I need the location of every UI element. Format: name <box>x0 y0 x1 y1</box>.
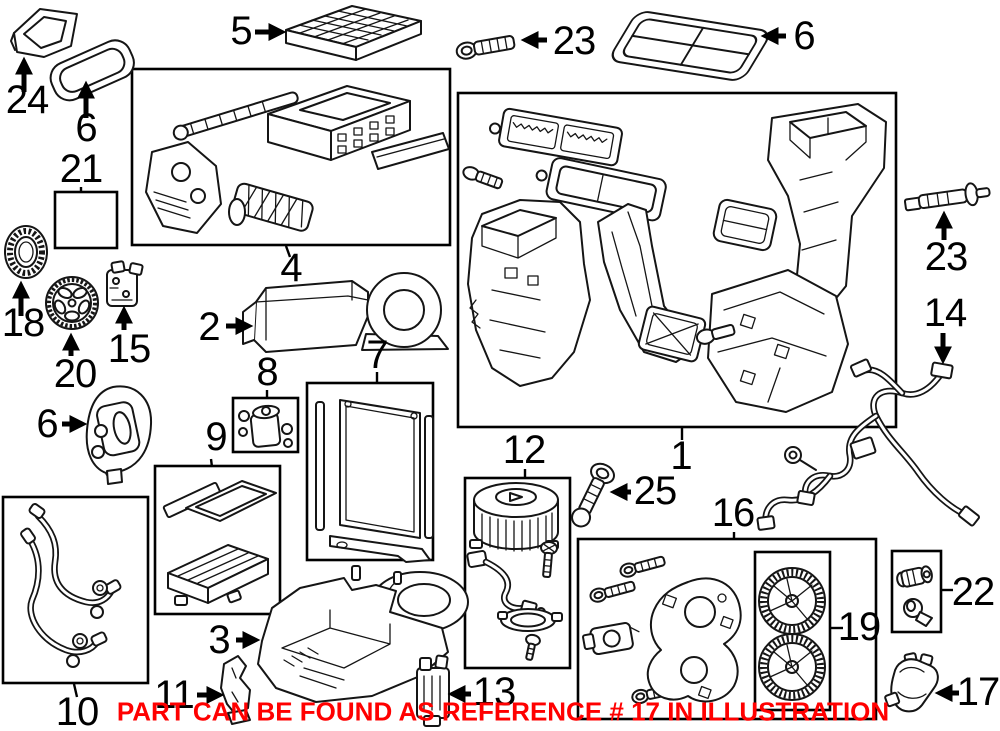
callout-12: 12 <box>502 428 546 472</box>
part-3-lower-case-illustration <box>257 565 469 703</box>
part-11-bracket-illustration <box>220 655 251 725</box>
part-9-heater-core-illustration <box>162 480 277 606</box>
part-16-actuator-cover-kit-illustration <box>582 555 742 705</box>
callout-21: 21 <box>59 147 103 191</box>
part-23-bolt-top-illustration <box>455 35 516 60</box>
callout-24: 24 <box>5 78 49 122</box>
part-5-cabin-air-filter-illustration <box>285 5 422 61</box>
part-2-air-inlet-duct-illustration <box>242 272 449 353</box>
part-6-vent-grille-illustration <box>611 11 769 81</box>
callout-25: 25 <box>633 469 677 513</box>
callout-6-plate: 6 <box>36 402 58 446</box>
callout-6-grille: 6 <box>793 14 815 58</box>
part-22-sensor-kit-illustration <box>896 565 933 627</box>
part-12-blower-motor-illustration <box>466 482 563 661</box>
assembly-boxes <box>1 67 943 721</box>
part-10-heater-hoses-illustration <box>20 503 122 668</box>
callout-6-seal: 6 <box>75 106 97 150</box>
callout-10: 10 <box>55 690 99 731</box>
part-14-wiring-harness-illustration <box>756 358 980 531</box>
callout-2: 2 <box>198 305 220 349</box>
reference-note: PART CAN BE FOUND AS REFERENCE # 17 IN I… <box>116 696 890 727</box>
callout-leader-lines <box>72 187 953 698</box>
callout-16: 16 <box>711 491 755 535</box>
part-6-duct-seal-illustration <box>49 39 135 102</box>
part-1-evaporator-case-assembly-illustration <box>462 103 887 413</box>
callout-23-right: 23 <box>924 235 968 279</box>
callout-17: 17 <box>956 670 1000 714</box>
callout-15: 15 <box>107 327 151 371</box>
part-8-expansion-valve-illustration <box>238 404 293 448</box>
part-25-bolt-illustration <box>571 462 616 528</box>
callout-arrows <box>12 23 959 704</box>
part-6-mounting-plate-illustration <box>85 385 153 485</box>
callout-19: 19 <box>837 605 881 649</box>
callout-4: 4 <box>280 246 302 290</box>
part-23-screw-right-illustration <box>903 182 991 212</box>
part-18-bearing-ring-illustration <box>4 225 48 279</box>
callout-9: 9 <box>205 415 227 459</box>
callout-13: 13 <box>472 670 516 714</box>
callout-5: 5 <box>230 9 252 53</box>
callout-8: 8 <box>256 350 278 394</box>
part-17-actuator-illustration <box>884 652 939 713</box>
part-15-actuator-illustration <box>106 260 144 307</box>
callout-22: 22 <box>951 570 995 614</box>
callout-7: 7 <box>366 333 388 377</box>
callout-11: 11 <box>154 673 195 717</box>
part-13-blower-resistor-illustration <box>416 654 450 727</box>
callout-23-top: 23 <box>552 19 596 63</box>
callout-3: 3 <box>208 618 230 662</box>
callout-14: 14 <box>923 291 967 335</box>
callout-20: 20 <box>53 352 97 396</box>
part-4-upper-case-assembly-illustration <box>145 85 450 234</box>
callout-1: 1 <box>670 434 692 478</box>
part-19-blower-wheels-illustration <box>758 567 826 701</box>
part-7-evaporator-core-illustration <box>315 399 434 563</box>
part-24-seal-retainer-illustration <box>10 8 78 58</box>
callout-18: 18 <box>1 301 45 345</box>
part-20-sector-wheel-illustration <box>45 276 99 330</box>
